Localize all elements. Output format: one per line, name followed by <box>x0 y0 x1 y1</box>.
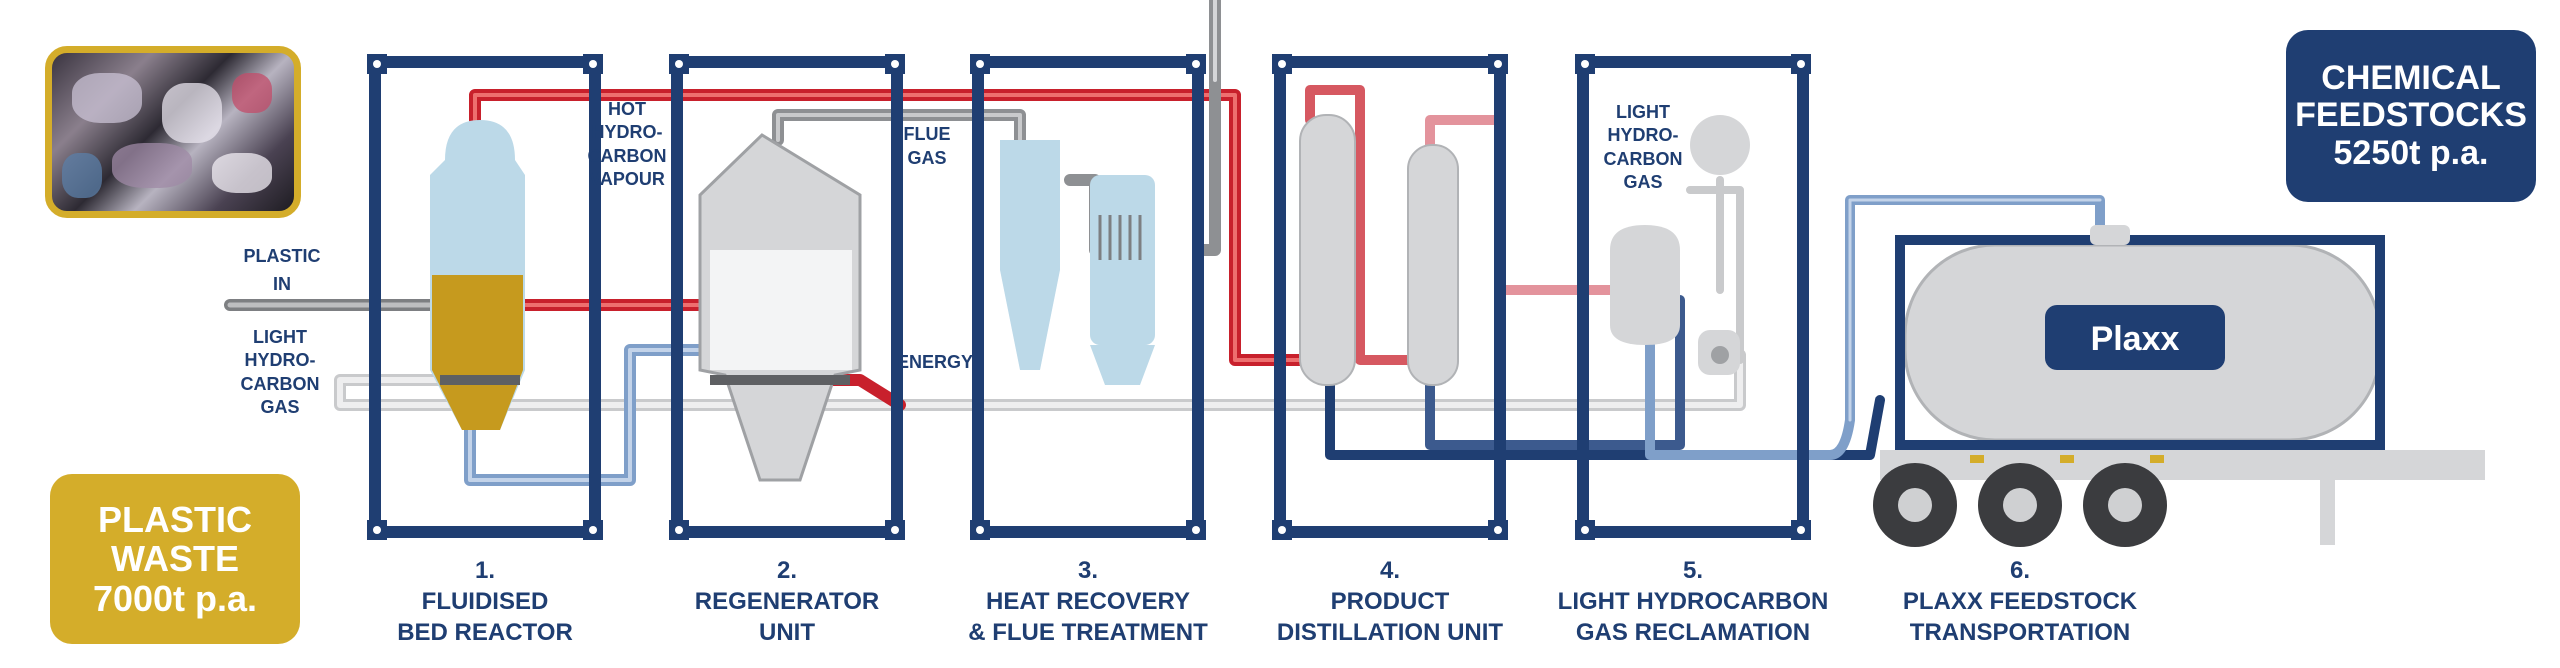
step-line2: & FLUE TREATMENT <box>968 619 1208 647</box>
step-5-caption: 5. LIGHT HYDROCARBON GAS RECLAMATION <box>1543 555 1843 649</box>
light-gas-right-label-1: LIGHT <box>1616 102 1670 122</box>
step-line1: FLUIDISED <box>421 588 549 616</box>
step-2-caption: 2. REGENERATOR UNIT <box>657 555 917 649</box>
light-gas-right-label-4: GAS <box>1623 172 1662 192</box>
plastic-waste-badge: PLASTIC WASTE 7000t p.a. <box>50 474 300 644</box>
step-number: 3. <box>1077 557 1098 584</box>
wheel <box>1978 463 2062 547</box>
distillation-unit <box>1299 114 1459 386</box>
step-line2: DISTILLATION UNIT <box>1276 619 1504 647</box>
feedstocks-line1: CHEMICAL <box>2321 58 2501 97</box>
step-line1: PRODUCT <box>1330 588 1450 616</box>
light-gas-left-label-3: CARBON <box>241 374 320 394</box>
brand-logo-text: Plaxx <box>2091 320 2180 358</box>
distillation-link-pipe <box>1305 85 1415 365</box>
fluidised-bed-reactor <box>430 120 525 430</box>
feedstocks-line2: FEEDSTOCKS <box>2295 96 2527 135</box>
light-gas-right-label-2: HYDRO- <box>1608 125 1679 145</box>
step-number: 1. <box>474 557 495 584</box>
light-gas-left-label-4: GAS <box>260 397 299 417</box>
plastic-in-label-1: PLASTIC <box>243 246 320 266</box>
flue-gas-label-1: FLUE <box>904 124 951 144</box>
light-gas-right-label-3: CARBON <box>1604 149 1683 169</box>
flue-gas-label-2: GAS <box>907 148 946 168</box>
hot-vapour-label-3: CARBON <box>588 146 667 166</box>
plastic-waste-line3: 7000t p.a. <box>92 577 258 619</box>
plastic-waste-photo <box>45 46 301 218</box>
step-number: 6. <box>2009 557 2030 584</box>
step-line1: HEAT RECOVERY <box>985 588 1191 616</box>
step-line2: GAS RECLAMATION <box>1575 619 1811 647</box>
step-number: 2. <box>776 557 797 584</box>
plastic-waste-line1: PLASTIC <box>97 498 252 540</box>
wheel <box>2083 463 2167 547</box>
step-number: 4. <box>1379 557 1400 584</box>
regenerator-unit <box>698 133 862 482</box>
step-line2: BED REACTOR <box>397 619 573 647</box>
step-1-caption: 1. FLUIDISED BED REACTOR <box>355 555 615 649</box>
step-6-caption: 6. PLAXX FEEDSTOCK TRANSPORTATION <box>1880 555 2160 649</box>
light-gas-left-label-2: HYDRO- <box>245 350 316 370</box>
light-gas-left-label-1: LIGHT <box>253 327 307 347</box>
step-line1: REGENERATOR <box>694 588 880 616</box>
step-4-caption: 4. PRODUCT DISTILLATION UNIT <box>1245 555 1535 649</box>
step-number: 5. <box>1682 557 1703 584</box>
step-line1: LIGHT HYDROCARBON <box>1557 588 1829 616</box>
gas-reclamation-unit <box>1610 115 1750 375</box>
plastic-waste-line2: WASTE <box>110 538 239 580</box>
chemical-feedstocks-badge: CHEMICAL FEEDSTOCKS 5250t p.a. <box>2286 30 2536 202</box>
flue-treatment-unit <box>1000 140 1155 385</box>
step-line1: PLAXX FEEDSTOCK <box>1902 588 2138 616</box>
hot-vapour-label-4: VAPOUR <box>589 169 665 189</box>
energy-label: ENERGY <box>897 352 973 372</box>
feedstocks-line3: 5250t p.a. <box>2333 133 2489 172</box>
wheel <box>1873 463 1957 547</box>
step-line2: UNIT <box>759 619 815 647</box>
step-line2: TRANSPORTATION <box>1909 619 2131 647</box>
feedstock-truck <box>1873 225 2485 547</box>
hot-vapour-label-2: HYDRO- <box>592 122 663 142</box>
plastic-in-label-2: IN <box>273 274 291 294</box>
step-3-caption: 3. HEAT RECOVERY & FLUE TREATMENT <box>948 555 1228 649</box>
hot-vapour-label-1: HOT <box>608 99 646 119</box>
